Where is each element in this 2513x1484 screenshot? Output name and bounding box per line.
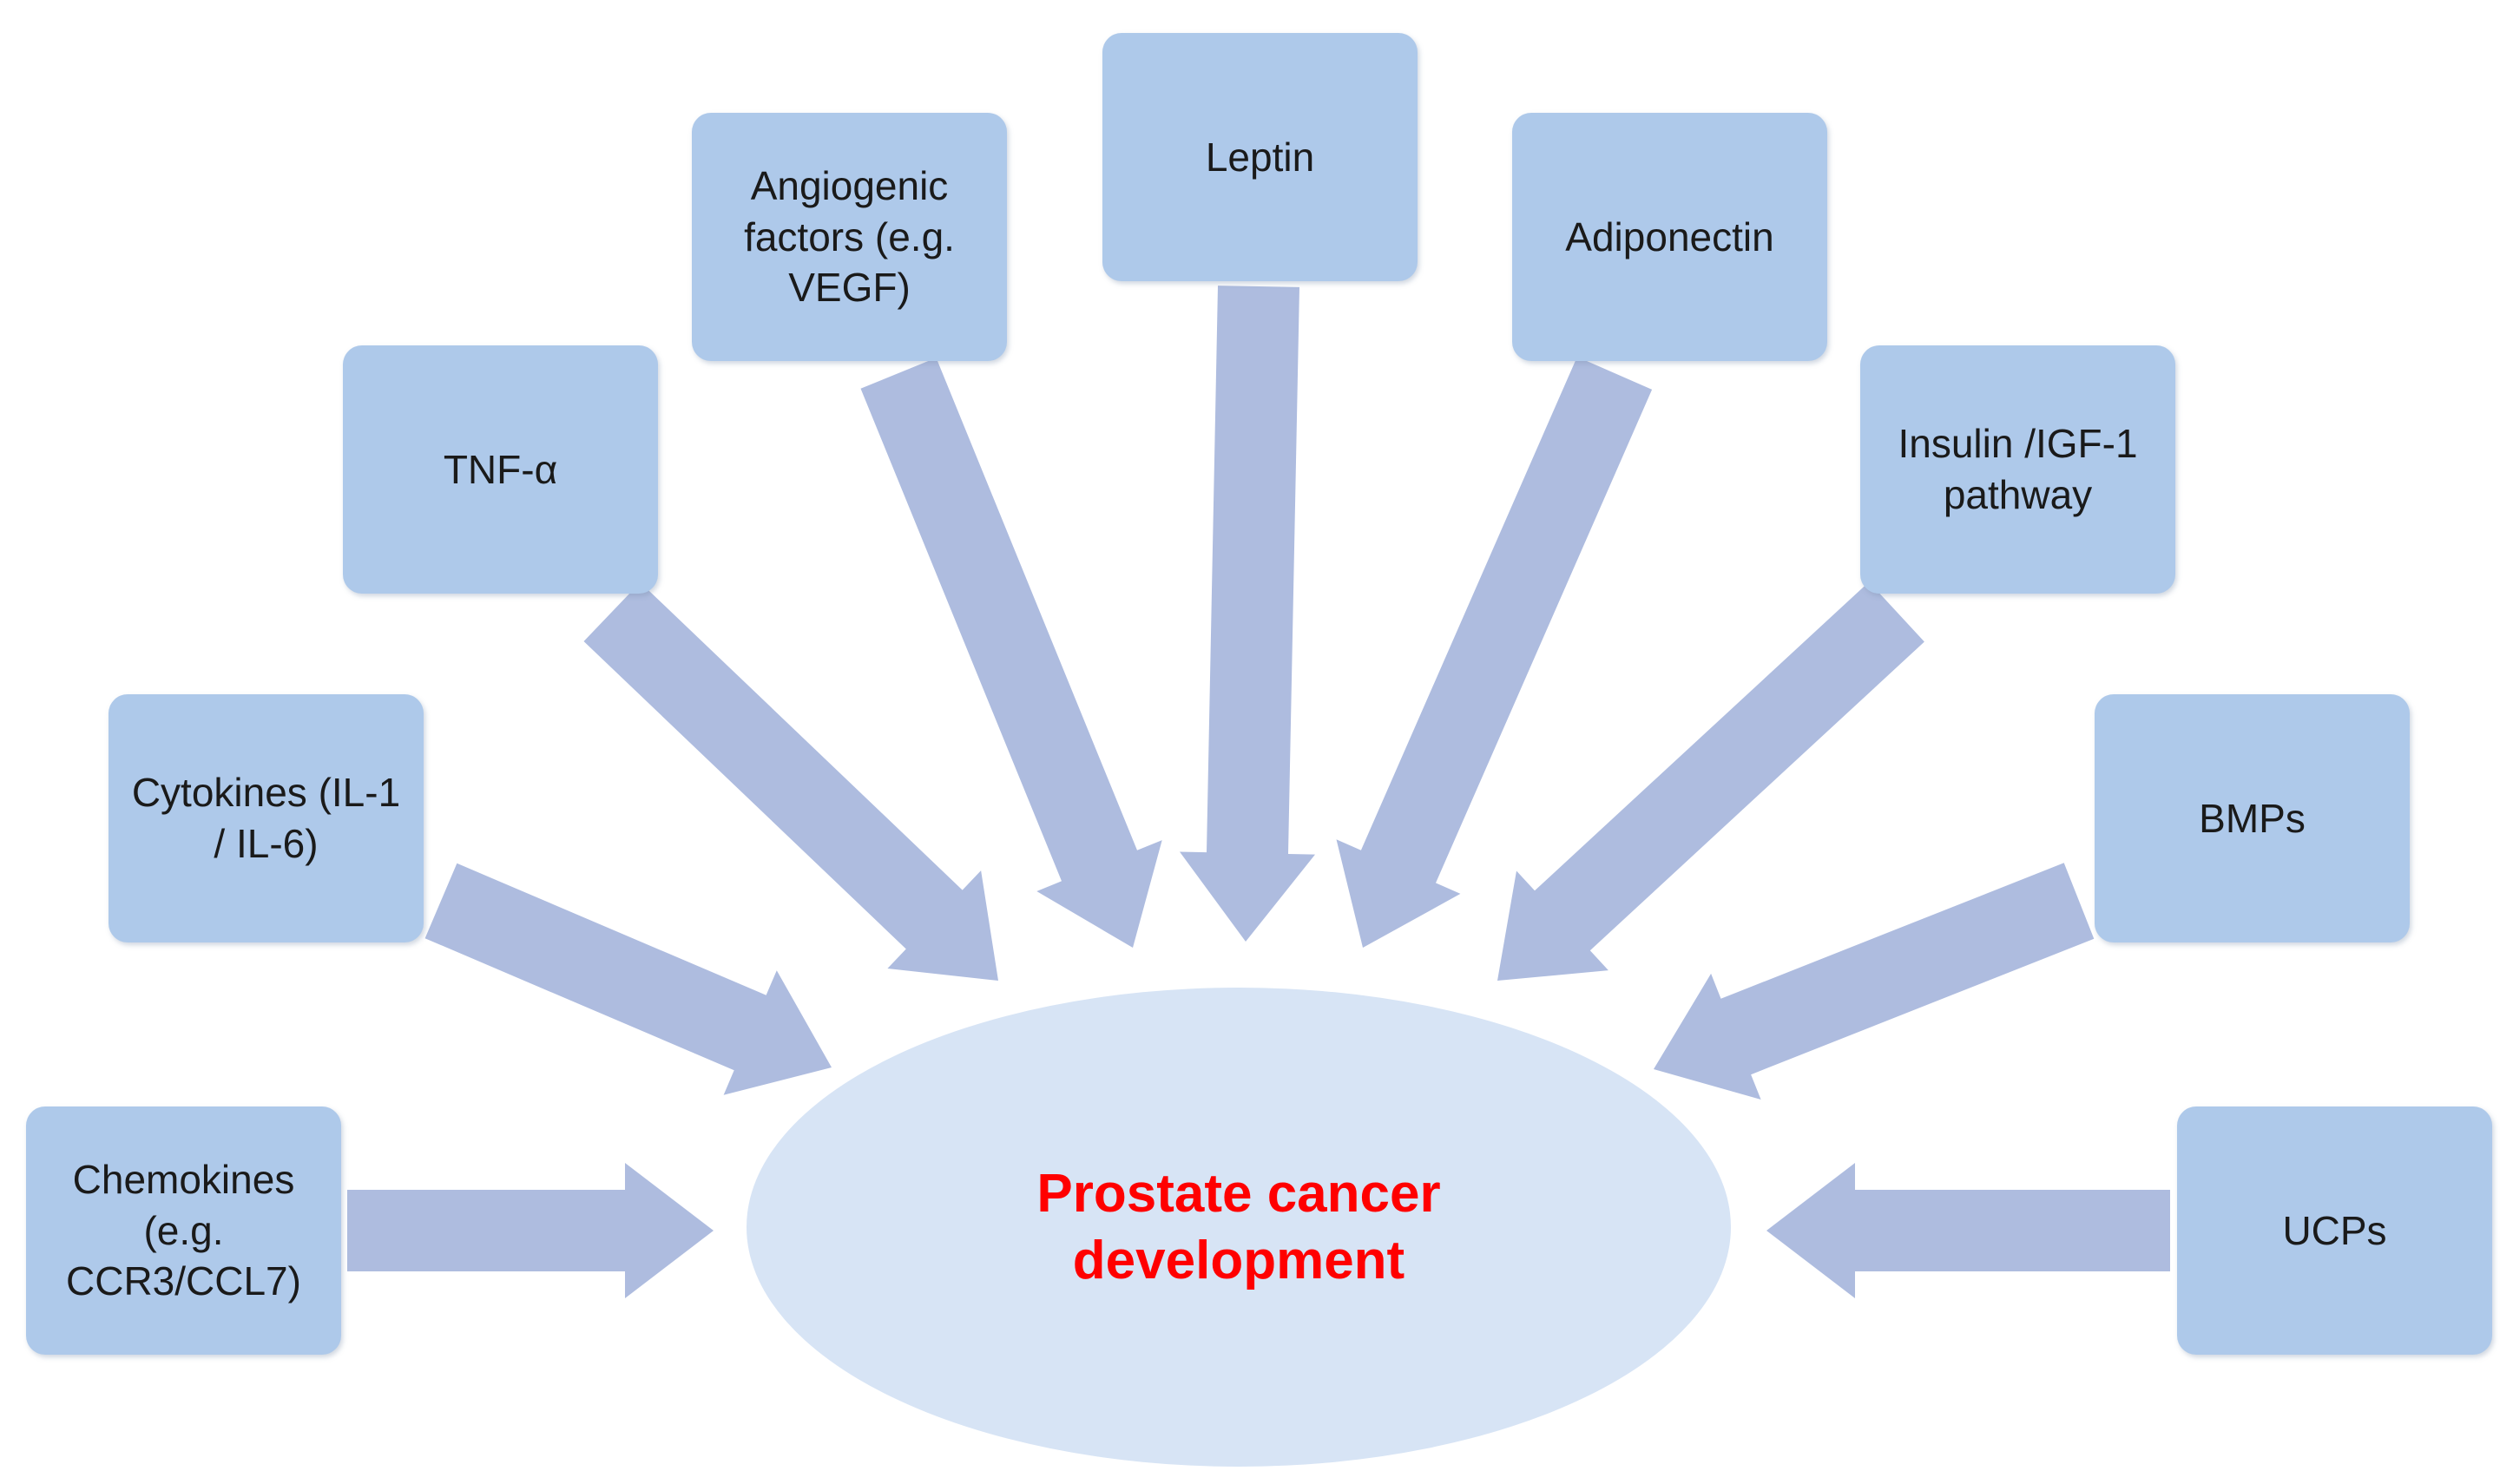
factor-box-angiogenic-factors: Angiogenic factors (e.g. VEGF) <box>692 113 1007 361</box>
factor-label-insulin-igf1: Insulin /IGF-1 pathway <box>1898 421 2138 517</box>
arrow-bmps <box>1654 863 2095 1100</box>
factor-label-tnf-alpha: TNF-α <box>443 446 558 492</box>
factor-label-angiogenic-factors: Angiogenic factors (e.g. VEGF) <box>744 162 955 311</box>
arrow-tnf <box>583 582 998 981</box>
arrow-insulin <box>1497 581 1924 981</box>
factor-box-insulin-igf1: Insulin /IGF-1 pathway <box>1860 345 2175 594</box>
arrow-adiponectin <box>1336 357 1653 949</box>
factor-label-chemokines: Chemokines (e.g. CCR3/CCL7) <box>66 1156 301 1304</box>
factor-label-ucps: UCPs <box>2282 1207 2387 1253</box>
arrow-chemokines <box>347 1163 714 1298</box>
factor-label-leptin: Leptin <box>1205 134 1315 180</box>
factor-box-chemokines: Chemokines (e.g. CCR3/CCL7) <box>26 1106 341 1355</box>
factor-box-bmps: BMPs <box>2095 694 2410 942</box>
center-label: Prostate cancer development <box>1036 1163 1441 1291</box>
factor-box-adiponectin: Adiponectin <box>1512 113 1827 361</box>
factor-label-adiponectin: Adiponectin <box>1565 213 1774 259</box>
center-ellipse: Prostate cancer development <box>747 988 1731 1467</box>
factor-box-ucps: UCPs <box>2177 1106 2492 1355</box>
arrow-leptin <box>1180 286 1315 942</box>
arrow-angiogenic <box>860 358 1162 948</box>
factor-box-leptin: Leptin <box>1102 33 1418 281</box>
arrow-ucps <box>1766 1163 2170 1298</box>
arrow-cytokines <box>424 863 832 1095</box>
factor-box-cytokines: Cytokines (IL-1 / IL-6) <box>109 694 424 942</box>
factor-box-tnf-alpha: TNF-α <box>343 345 658 594</box>
factor-label-cytokines: Cytokines (IL-1 / IL-6) <box>131 770 401 866</box>
factor-label-bmps: BMPs <box>2199 795 2306 841</box>
